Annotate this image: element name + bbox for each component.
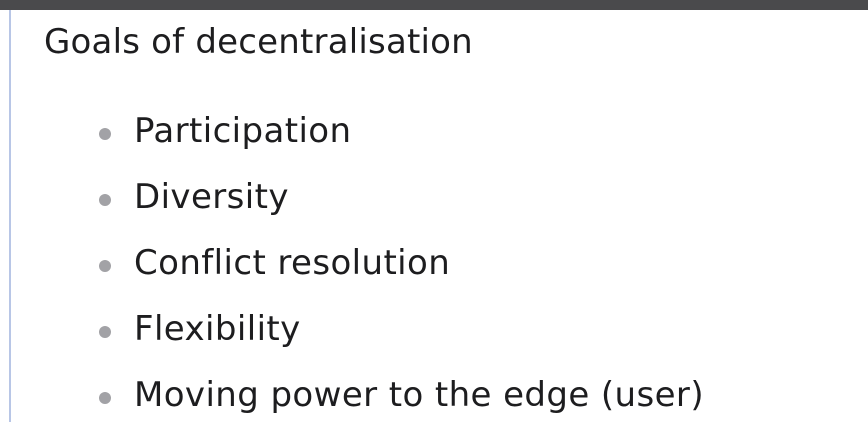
bullet-text: Diversity (134, 177, 289, 217)
top-toolbar-strip (0, 0, 868, 10)
bullet-dot-icon (99, 326, 111, 338)
bullet-text: Participation (134, 111, 352, 151)
bullet-dot-icon (99, 128, 111, 140)
bullet-dot-icon (99, 392, 111, 404)
bullet-text: Moving power to the edge (user) (134, 375, 704, 415)
bullet-dot-icon (99, 194, 111, 206)
slide-title: Goals of decentralisation (44, 22, 473, 62)
bullet-text: Conflict resolution (134, 243, 451, 283)
bullet-dot-icon (99, 260, 111, 272)
left-margin-rule (9, 10, 11, 422)
bullet-text: Flexibility (134, 309, 301, 349)
